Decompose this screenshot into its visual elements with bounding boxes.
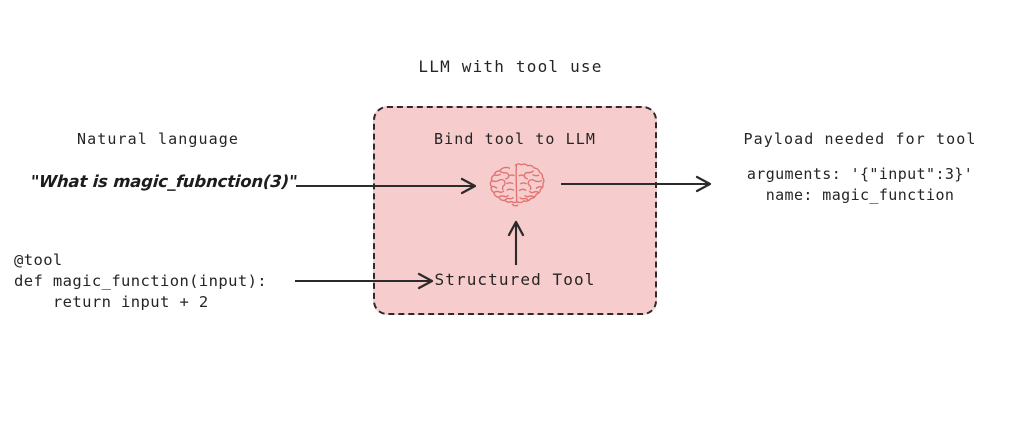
heading-natural-language: Natural language [76, 130, 240, 148]
page-title: LLM with tool use [418, 57, 603, 76]
natural-language-quote: "What is magic_fubnction(3)" [29, 172, 299, 191]
structured-tool-label: Structured Tool [434, 270, 596, 289]
payload-name-line: name: magic_function [765, 186, 955, 204]
tool-code-block: @tool def magic_function(input): return … [14, 250, 267, 313]
brain-icon [489, 163, 545, 207]
code-line-return: return input + 2 [14, 293, 209, 311]
heading-bind-tool-to-llm: Bind tool to LLM [433, 130, 597, 148]
code-line-def: def magic_function(input): [14, 272, 268, 290]
payload-block: arguments: '{"input":3}' name: magic_func… [700, 164, 1020, 206]
payload-arguments-line: arguments: '{"input":3}' [746, 165, 974, 183]
heading-payload-needed-for-tool: Payload needed for tool [743, 130, 977, 148]
code-line-decorator: @tool [14, 251, 63, 269]
